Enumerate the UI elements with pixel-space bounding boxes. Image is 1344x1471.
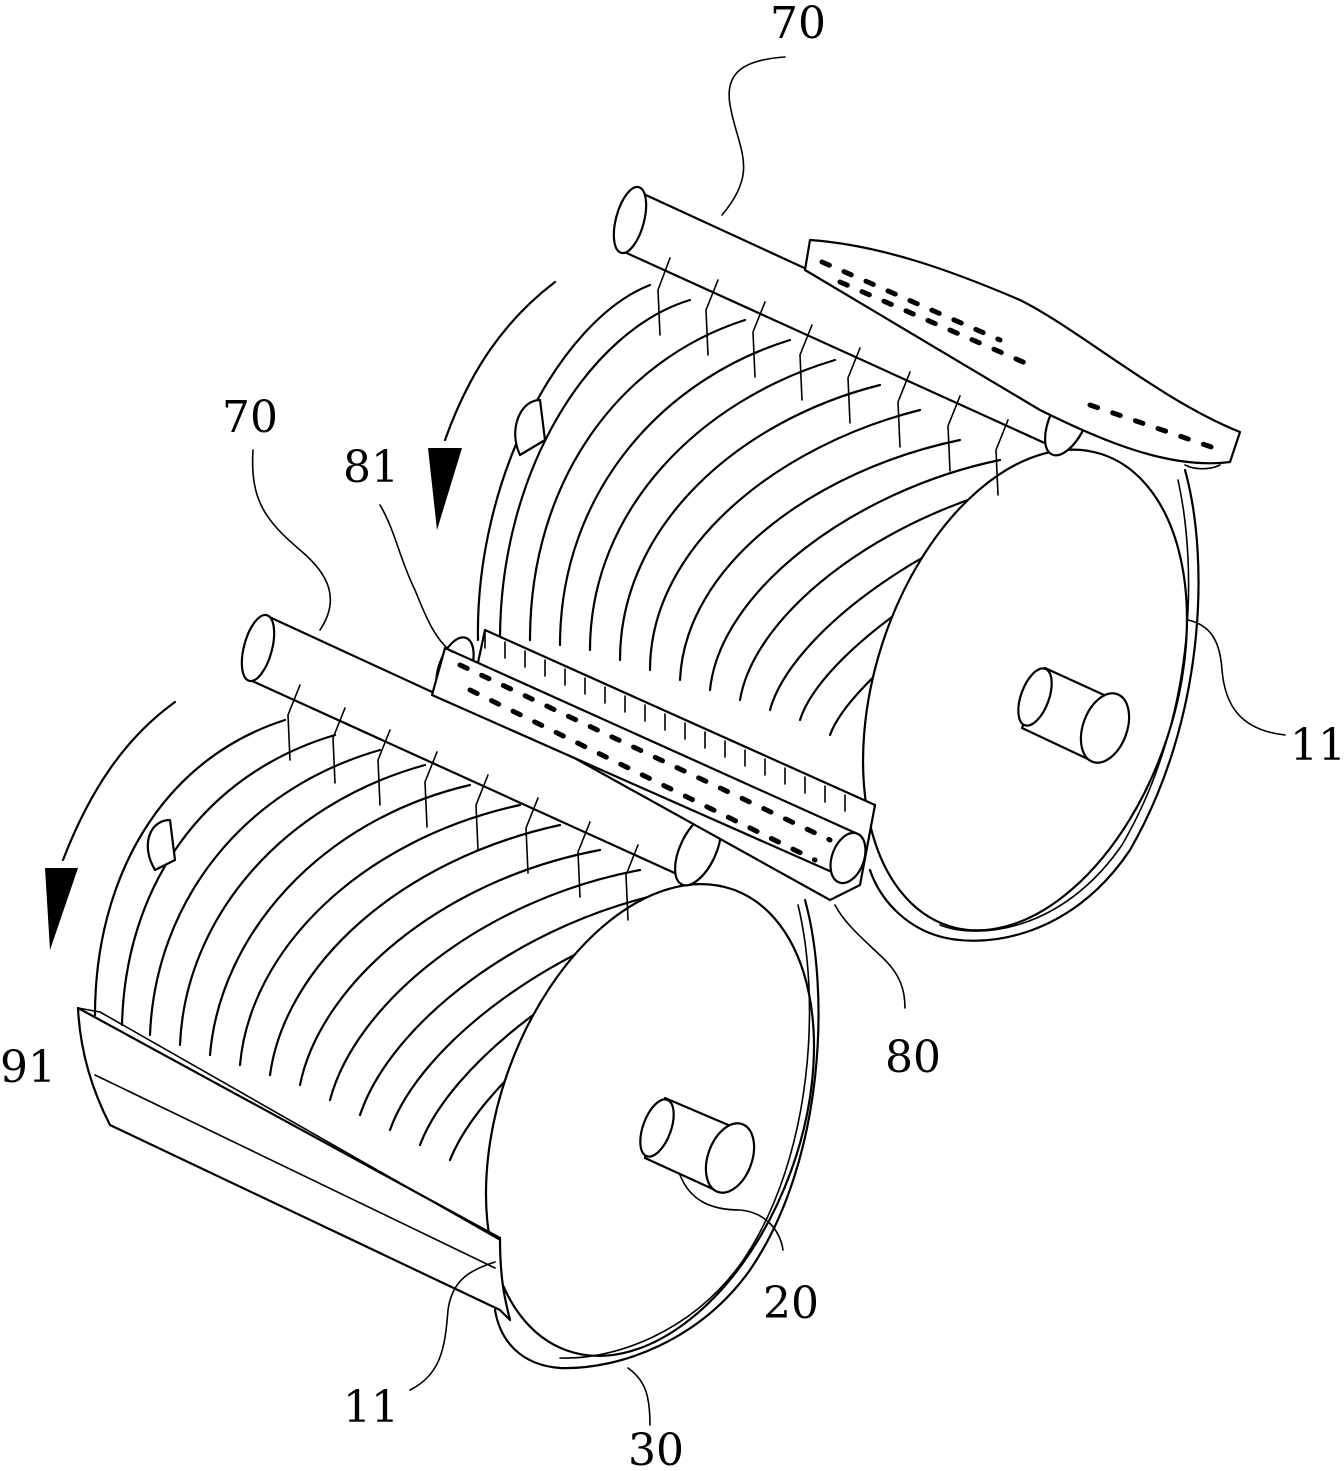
middle-tube-teeth [484,631,846,812]
upper-drum [476,283,1200,942]
label-70-left: 70 [222,392,278,443]
upper-drum-back-knob [514,398,547,457]
label-70-top: 70 [770,0,826,49]
lower-drum-back-knob [146,818,177,872]
label-81: 81 [343,442,399,493]
label-11-left: 11 [343,1382,399,1433]
lower-trough [76,1006,512,1322]
lower-drum-shell [493,898,820,1370]
top-pipe-scrapers [657,257,1009,496]
top-perforated-trough [803,238,1242,470]
left-pipe-scrapers [287,684,639,921]
label-11-right: 11 [1290,720,1344,771]
middle-spray-assembly [430,628,877,902]
leader-lines [251,56,1286,1426]
label-80: 80 [885,1032,941,1083]
rotation-arrow-upper [428,280,557,530]
label-91: 91 [0,1042,56,1093]
lower-drum [76,718,820,1370]
upper-drum-shaft [1017,666,1131,764]
lower-drum-shaft [639,1096,756,1194]
label-20: 20 [763,1278,819,1329]
label-30: 30 [628,1425,684,1471]
rotation-arrow-lower [45,700,177,950]
upper-drum-shell [868,468,1200,942]
